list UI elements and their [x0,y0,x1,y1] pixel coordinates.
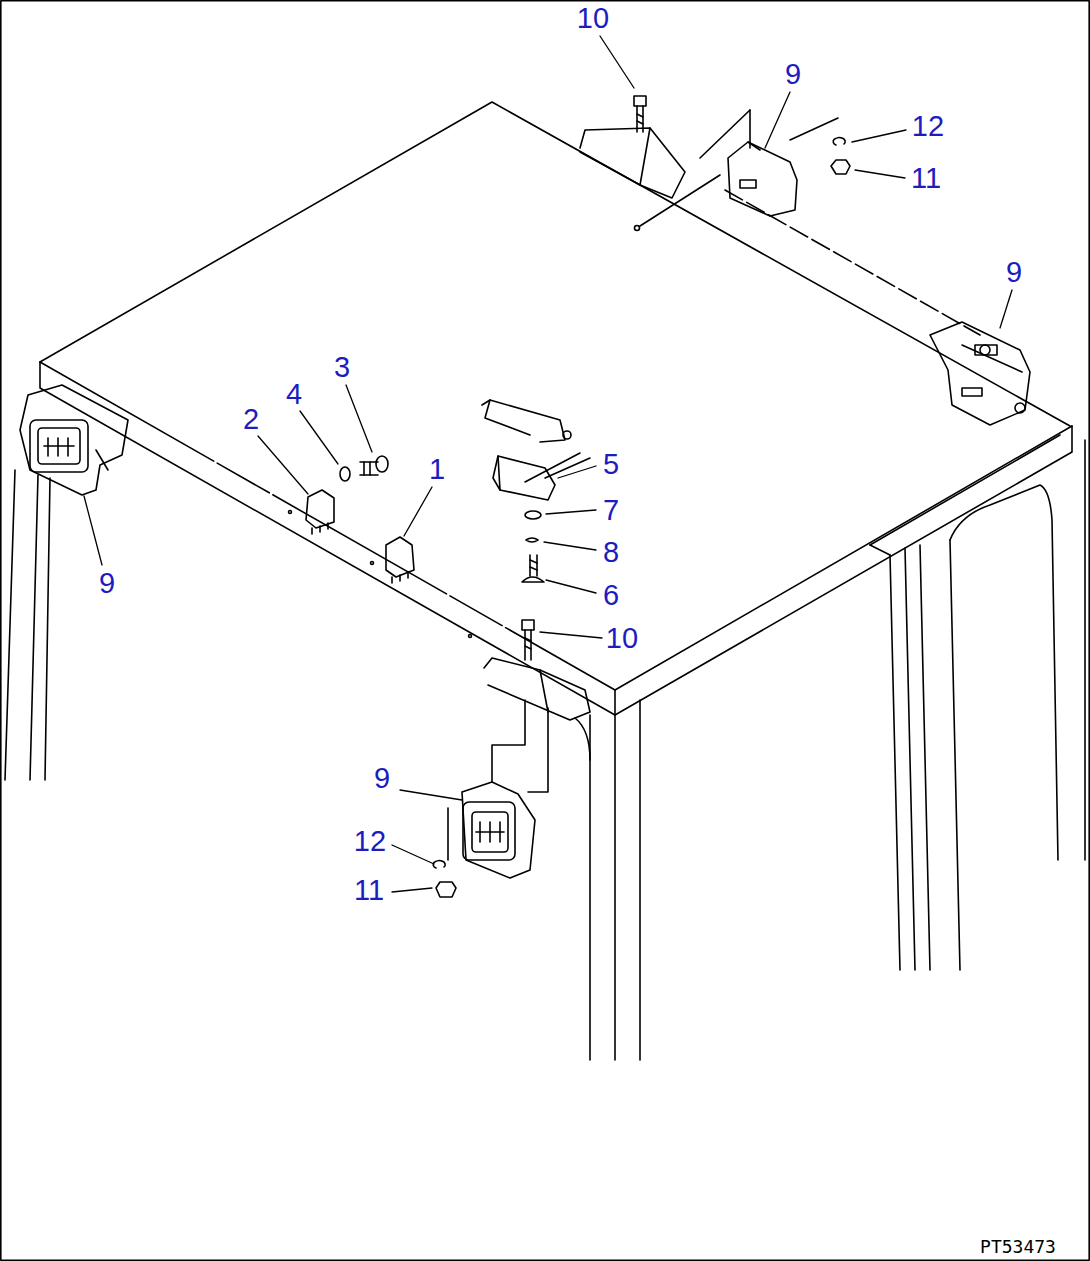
callout-number: 11 [352,875,386,906]
callout-number: 9 [1004,257,1024,288]
callout-number: 3 [332,352,352,383]
callout-number: 2 [241,404,261,435]
callout-number: 8 [601,537,621,568]
callout-number: 4 [284,379,304,410]
callout-number: 9 [783,59,803,90]
callout-number: 7 [601,495,621,526]
callout-number: 12 [910,111,946,142]
callout-number: 9 [372,763,392,794]
drawing-code: PT53473 [980,1238,1056,1256]
callout-number: 1 [427,454,447,485]
callout-number: 10 [604,623,640,654]
callout-number: 12 [352,826,388,857]
callout-number: 11 [909,163,943,194]
callout-number: 9 [97,568,117,599]
callout-number: 6 [601,580,621,611]
callout-number: 10 [575,3,611,34]
callout-number: 5 [601,449,621,480]
